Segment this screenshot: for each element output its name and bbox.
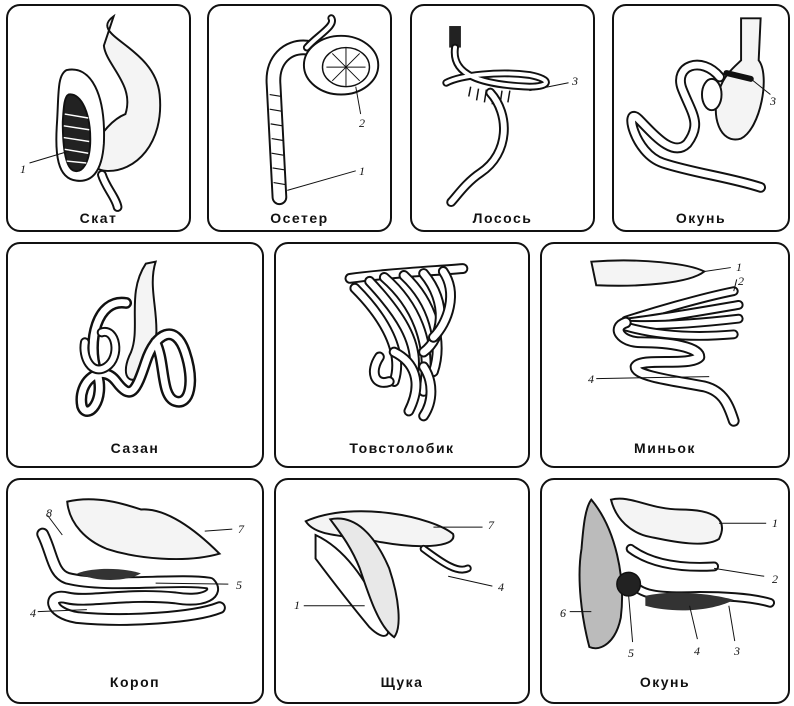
label-4: 4 — [498, 580, 504, 595]
label-5: 5 — [236, 578, 242, 593]
tovstolobik-digestive-drawing — [276, 244, 528, 466]
label-7: 7 — [488, 518, 494, 533]
caption-korop: Короп — [8, 674, 262, 690]
shchuka-digestive-drawing — [276, 480, 528, 702]
panel-okun2: 1 2 6 5 4 3 Окунь — [540, 478, 790, 704]
label-4: 4 — [694, 644, 700, 659]
caption-osetr: Осетер — [209, 210, 390, 226]
okun2-digestive-drawing — [542, 480, 788, 702]
label-1: 1 — [772, 516, 778, 531]
caption-skat: Скат — [8, 210, 189, 226]
okun1-digestive-drawing — [614, 6, 788, 230]
label-2: 2 — [772, 572, 778, 587]
panel-skat: 1 Скат — [6, 4, 191, 232]
label-7: 7 — [238, 522, 244, 537]
label-1: 1 — [294, 598, 300, 613]
sazan-digestive-drawing — [8, 244, 262, 466]
panel-tovstolobik: Товстолобик — [274, 242, 530, 468]
skat-digestive-drawing — [8, 6, 189, 230]
caption-tovstolobik: Товстолобик — [276, 440, 528, 456]
panel-losos: 3 Лосось — [410, 4, 595, 232]
losos-digestive-drawing — [412, 6, 593, 230]
label-3: 3 — [770, 94, 776, 109]
label-6: 6 — [560, 606, 566, 621]
panel-osetr: 1 2 Осетер — [207, 4, 392, 232]
caption-shchuka: Щука — [276, 674, 528, 690]
label-2: 2 — [738, 274, 744, 289]
label-4: 4 — [588, 372, 594, 387]
label-1: 1 — [359, 164, 365, 179]
label-1: 1 — [736, 260, 742, 275]
caption-losos: Лосось — [412, 210, 593, 226]
label-5: 5 — [628, 646, 634, 661]
panel-sazan: Сазан — [6, 242, 264, 468]
caption-okun1: Окунь — [614, 210, 788, 226]
label-1: 1 — [20, 162, 26, 177]
minok-digestive-drawing — [542, 244, 788, 466]
caption-minok: Миньок — [542, 440, 788, 456]
panel-okun1: 3 Окунь — [612, 4, 790, 232]
label-3: 3 — [734, 644, 740, 659]
panel-shchuka: 7 4 1 Щука — [274, 478, 530, 704]
label-8: 8 — [46, 506, 52, 521]
caption-sazan: Сазан — [8, 440, 262, 456]
label-4: 4 — [30, 606, 36, 621]
label-2: 2 — [359, 116, 365, 131]
panel-korop: 8 7 5 4 Короп — [6, 478, 264, 704]
label-3: 3 — [572, 74, 578, 89]
panel-minok: 1 2 4 Миньок — [540, 242, 790, 468]
caption-okun2: Окунь — [542, 674, 788, 690]
